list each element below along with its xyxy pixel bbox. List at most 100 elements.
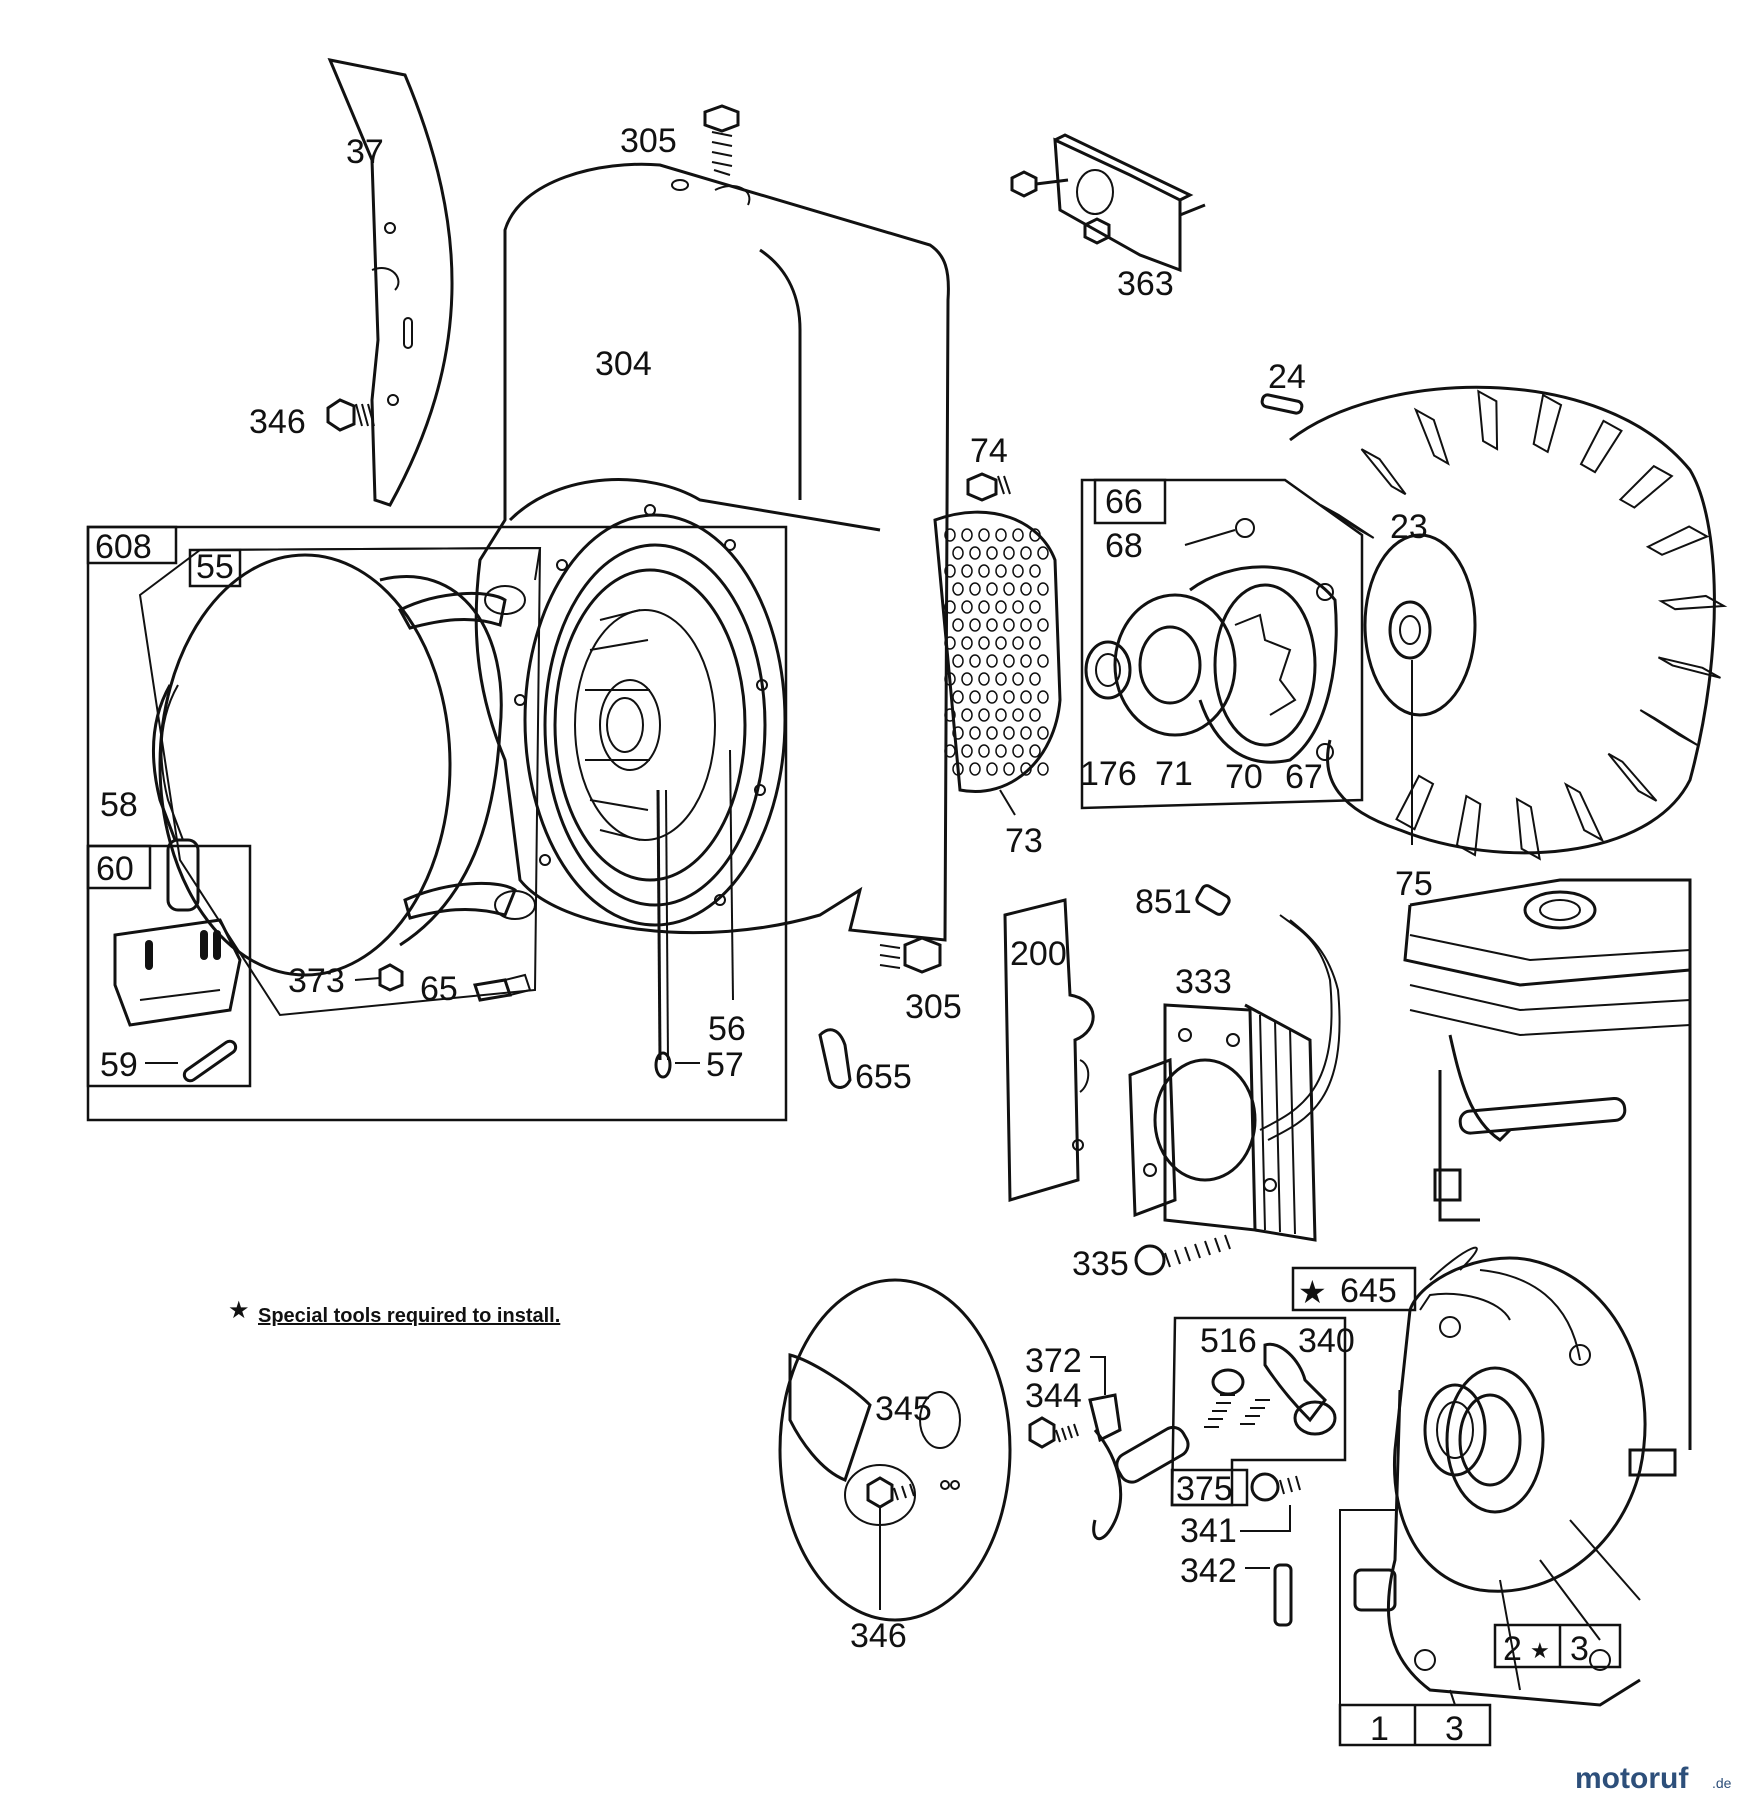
label-65: 65 xyxy=(420,970,458,1008)
screen-hole xyxy=(952,582,964,596)
star-icon-note: ★ xyxy=(228,1296,250,1324)
screen-hole xyxy=(1029,564,1041,578)
label-73: 73 xyxy=(1005,822,1043,860)
screen-hole xyxy=(978,708,990,722)
screen-hole xyxy=(969,690,981,704)
watermark-brand: motoruf xyxy=(1575,1762,1689,1795)
label-59: 59 xyxy=(100,1046,138,1084)
label-55: 55 xyxy=(196,548,234,586)
clutch-box-66 xyxy=(1080,478,1364,810)
screen-hole xyxy=(1003,690,1015,704)
flywheel-fin xyxy=(1607,752,1658,802)
label-66: 66 xyxy=(1105,483,1143,521)
governor-part-340 xyxy=(1240,1342,1337,1436)
screw-341 xyxy=(1240,1472,1301,1532)
screen-hole xyxy=(1037,654,1049,668)
flywheel-fin xyxy=(1532,393,1563,454)
label-373: 373 xyxy=(288,962,345,1000)
flywheel-fin xyxy=(1618,464,1674,509)
screen-hole xyxy=(969,762,981,776)
screen-hole xyxy=(944,600,956,614)
bolt-346-shroud xyxy=(326,398,375,432)
pin-59 xyxy=(145,1039,238,1083)
screen-hole xyxy=(986,762,998,776)
label-363: 363 xyxy=(1117,265,1174,303)
screen-hole xyxy=(978,564,990,578)
screen-hole xyxy=(986,654,998,668)
screen-hole xyxy=(1020,582,1032,596)
flywheel-fin xyxy=(1395,774,1435,831)
screen-hole xyxy=(944,564,956,578)
rotating-screen-73 xyxy=(933,510,1062,816)
screen-hole xyxy=(1003,546,1015,560)
label-3-box: 3 xyxy=(1570,1630,1589,1668)
label-3-bottom: 3 xyxy=(1445,1710,1464,1748)
screen-hole xyxy=(952,618,964,632)
box-2-3 xyxy=(1339,1509,1622,1706)
label-24: 24 xyxy=(1268,358,1306,396)
screen-hole xyxy=(961,708,973,722)
spring-516 xyxy=(1204,1368,1245,1428)
label-375: 375 xyxy=(1176,1470,1233,1508)
screen-hole xyxy=(995,636,1007,650)
label-74: 74 xyxy=(970,432,1008,470)
engine-block xyxy=(1353,878,1692,1707)
screen-hole xyxy=(986,690,998,704)
label-655: 655 xyxy=(855,1058,912,1096)
screen-hole xyxy=(1029,708,1041,722)
label-56: 56 xyxy=(708,1010,746,1048)
label-304: 304 xyxy=(595,345,652,383)
flywheel-fin xyxy=(1563,782,1605,843)
screen-hole xyxy=(978,528,990,542)
screen-hole xyxy=(952,690,964,704)
flywheel-fin xyxy=(1645,525,1710,556)
screen-hole xyxy=(1037,690,1049,704)
screen-hole xyxy=(1012,672,1024,686)
screen-hole xyxy=(995,708,1007,722)
label-75: 75 xyxy=(1395,865,1433,903)
flywheel-fin xyxy=(1413,407,1450,466)
key-24 xyxy=(1260,393,1304,415)
screen-hole xyxy=(995,672,1007,686)
shroud-plate-37 xyxy=(327,57,454,507)
armature-333 xyxy=(1128,884,1341,1242)
screen-hole xyxy=(995,744,1007,758)
screen-hole xyxy=(986,726,998,740)
label-342: 342 xyxy=(1180,1552,1237,1590)
screen-hole xyxy=(1029,528,1041,542)
screen-hole xyxy=(969,654,981,668)
screen-hole xyxy=(969,582,981,596)
screen-hole xyxy=(961,600,973,614)
bolt-305-top xyxy=(703,104,740,176)
flywheel-fin xyxy=(1477,389,1499,451)
star-icon-2-3: ★ xyxy=(1530,1639,1550,1664)
screen-hole xyxy=(969,618,981,632)
screen-hole xyxy=(1037,726,1049,740)
screen-hole xyxy=(1020,654,1032,668)
screen-hole xyxy=(1012,708,1024,722)
bolt-65 xyxy=(473,973,532,1002)
screen-hole xyxy=(1020,546,1032,560)
screen-hole xyxy=(986,582,998,596)
screw-335 xyxy=(1134,1234,1231,1276)
screen-hole xyxy=(961,528,973,542)
label-345: 345 xyxy=(875,1390,932,1428)
label-71: 71 xyxy=(1155,755,1193,793)
screen-hole xyxy=(944,744,956,758)
label-645: 645 xyxy=(1340,1272,1397,1310)
screen-hole xyxy=(986,618,998,632)
screen-hole xyxy=(1012,564,1024,578)
label-70: 70 xyxy=(1225,758,1263,796)
screen-hole xyxy=(978,672,990,686)
screen-hole xyxy=(952,654,964,668)
screen-hole xyxy=(1037,582,1049,596)
label-200: 200 xyxy=(1010,935,1067,973)
starter-rope-58 xyxy=(151,684,184,841)
screen-hole xyxy=(1020,762,1032,776)
flywheel-23 xyxy=(1289,385,1728,861)
star-icon-645: ★ xyxy=(1298,1273,1327,1311)
screen-hole xyxy=(1003,654,1015,668)
label-333: 333 xyxy=(1175,963,1232,1001)
label-2: 2 xyxy=(1503,1630,1522,1668)
bolt-74 xyxy=(966,472,1011,502)
